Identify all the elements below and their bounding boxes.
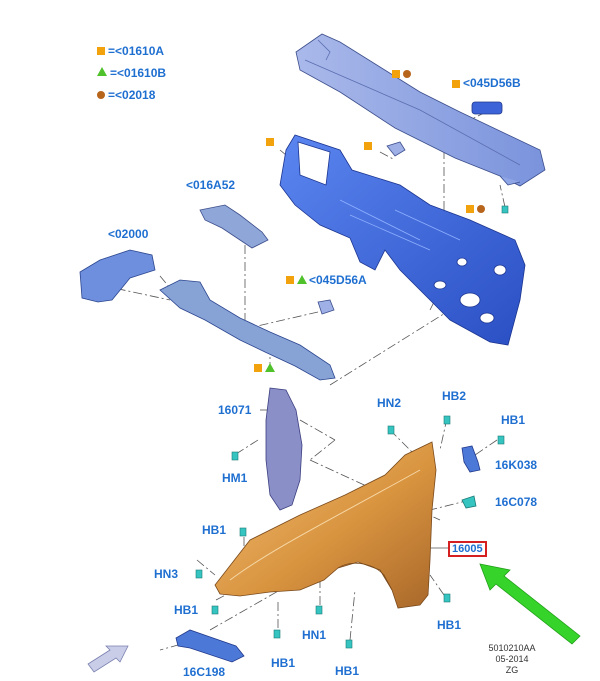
triangle-icon (97, 67, 107, 76)
label-hb1-bottom-right[interactable]: HB1 (335, 664, 360, 678)
label-016a52[interactable]: <016A52 (186, 178, 236, 192)
legend-text: =<02018 (108, 88, 156, 102)
square-icon (97, 47, 105, 55)
label-hb1-mid[interactable]: HB1 (202, 523, 227, 537)
label-hb1-bottom-center[interactable]: HB1 (271, 656, 296, 670)
label-045d56b[interactable]: <045D56B (463, 76, 521, 90)
label-16071[interactable]: 16071 (218, 403, 252, 417)
label-hb1-right[interactable]: HB1 (501, 413, 526, 427)
legend-text: =<01610A (108, 44, 165, 58)
label-hn2[interactable]: HN2 (377, 396, 402, 410)
label-hb1-left[interactable]: HB1 (174, 603, 199, 617)
legend-text: =<01610B (110, 66, 167, 80)
label-hb2[interactable]: HB2 (442, 389, 467, 403)
stamp-line: 05-2014 (495, 654, 529, 664)
cowl-panel-shape (295, 33, 546, 187)
label-02000[interactable]: <02000 (108, 227, 149, 241)
legend-item-01610b: =<01610B (97, 66, 166, 80)
legend-item-02018: =<02018 (97, 88, 155, 102)
legend-item-01610a: =<01610A (97, 44, 164, 58)
label-hn1[interactable]: HN1 (302, 628, 327, 642)
stamp-line: 5010210AA (488, 643, 536, 653)
highlighted-part-16005[interactable]: 16005 (448, 541, 487, 557)
label-16c078[interactable]: 16C078 (495, 495, 538, 509)
dash-panel-shape (279, 134, 526, 346)
label-045d56a[interactable]: <045D56A (309, 273, 367, 287)
label-16c198[interactable]: 16C198 (183, 665, 226, 679)
drawing-stamp: 5010210AA 05-2014 ZG (484, 643, 540, 676)
label-hm1[interactable]: HM1 (222, 471, 248, 485)
stamp-line: ZG (505, 665, 519, 675)
label-hb1-lower-right[interactable]: HB1 (437, 618, 462, 632)
fender-shape (214, 441, 437, 609)
callout-arrow (479, 563, 581, 645)
front-direction-arrow (87, 645, 129, 673)
circle-icon (97, 91, 105, 99)
label-hn3[interactable]: HN3 (154, 567, 179, 581)
label-16k038[interactable]: 16K038 (495, 458, 538, 472)
